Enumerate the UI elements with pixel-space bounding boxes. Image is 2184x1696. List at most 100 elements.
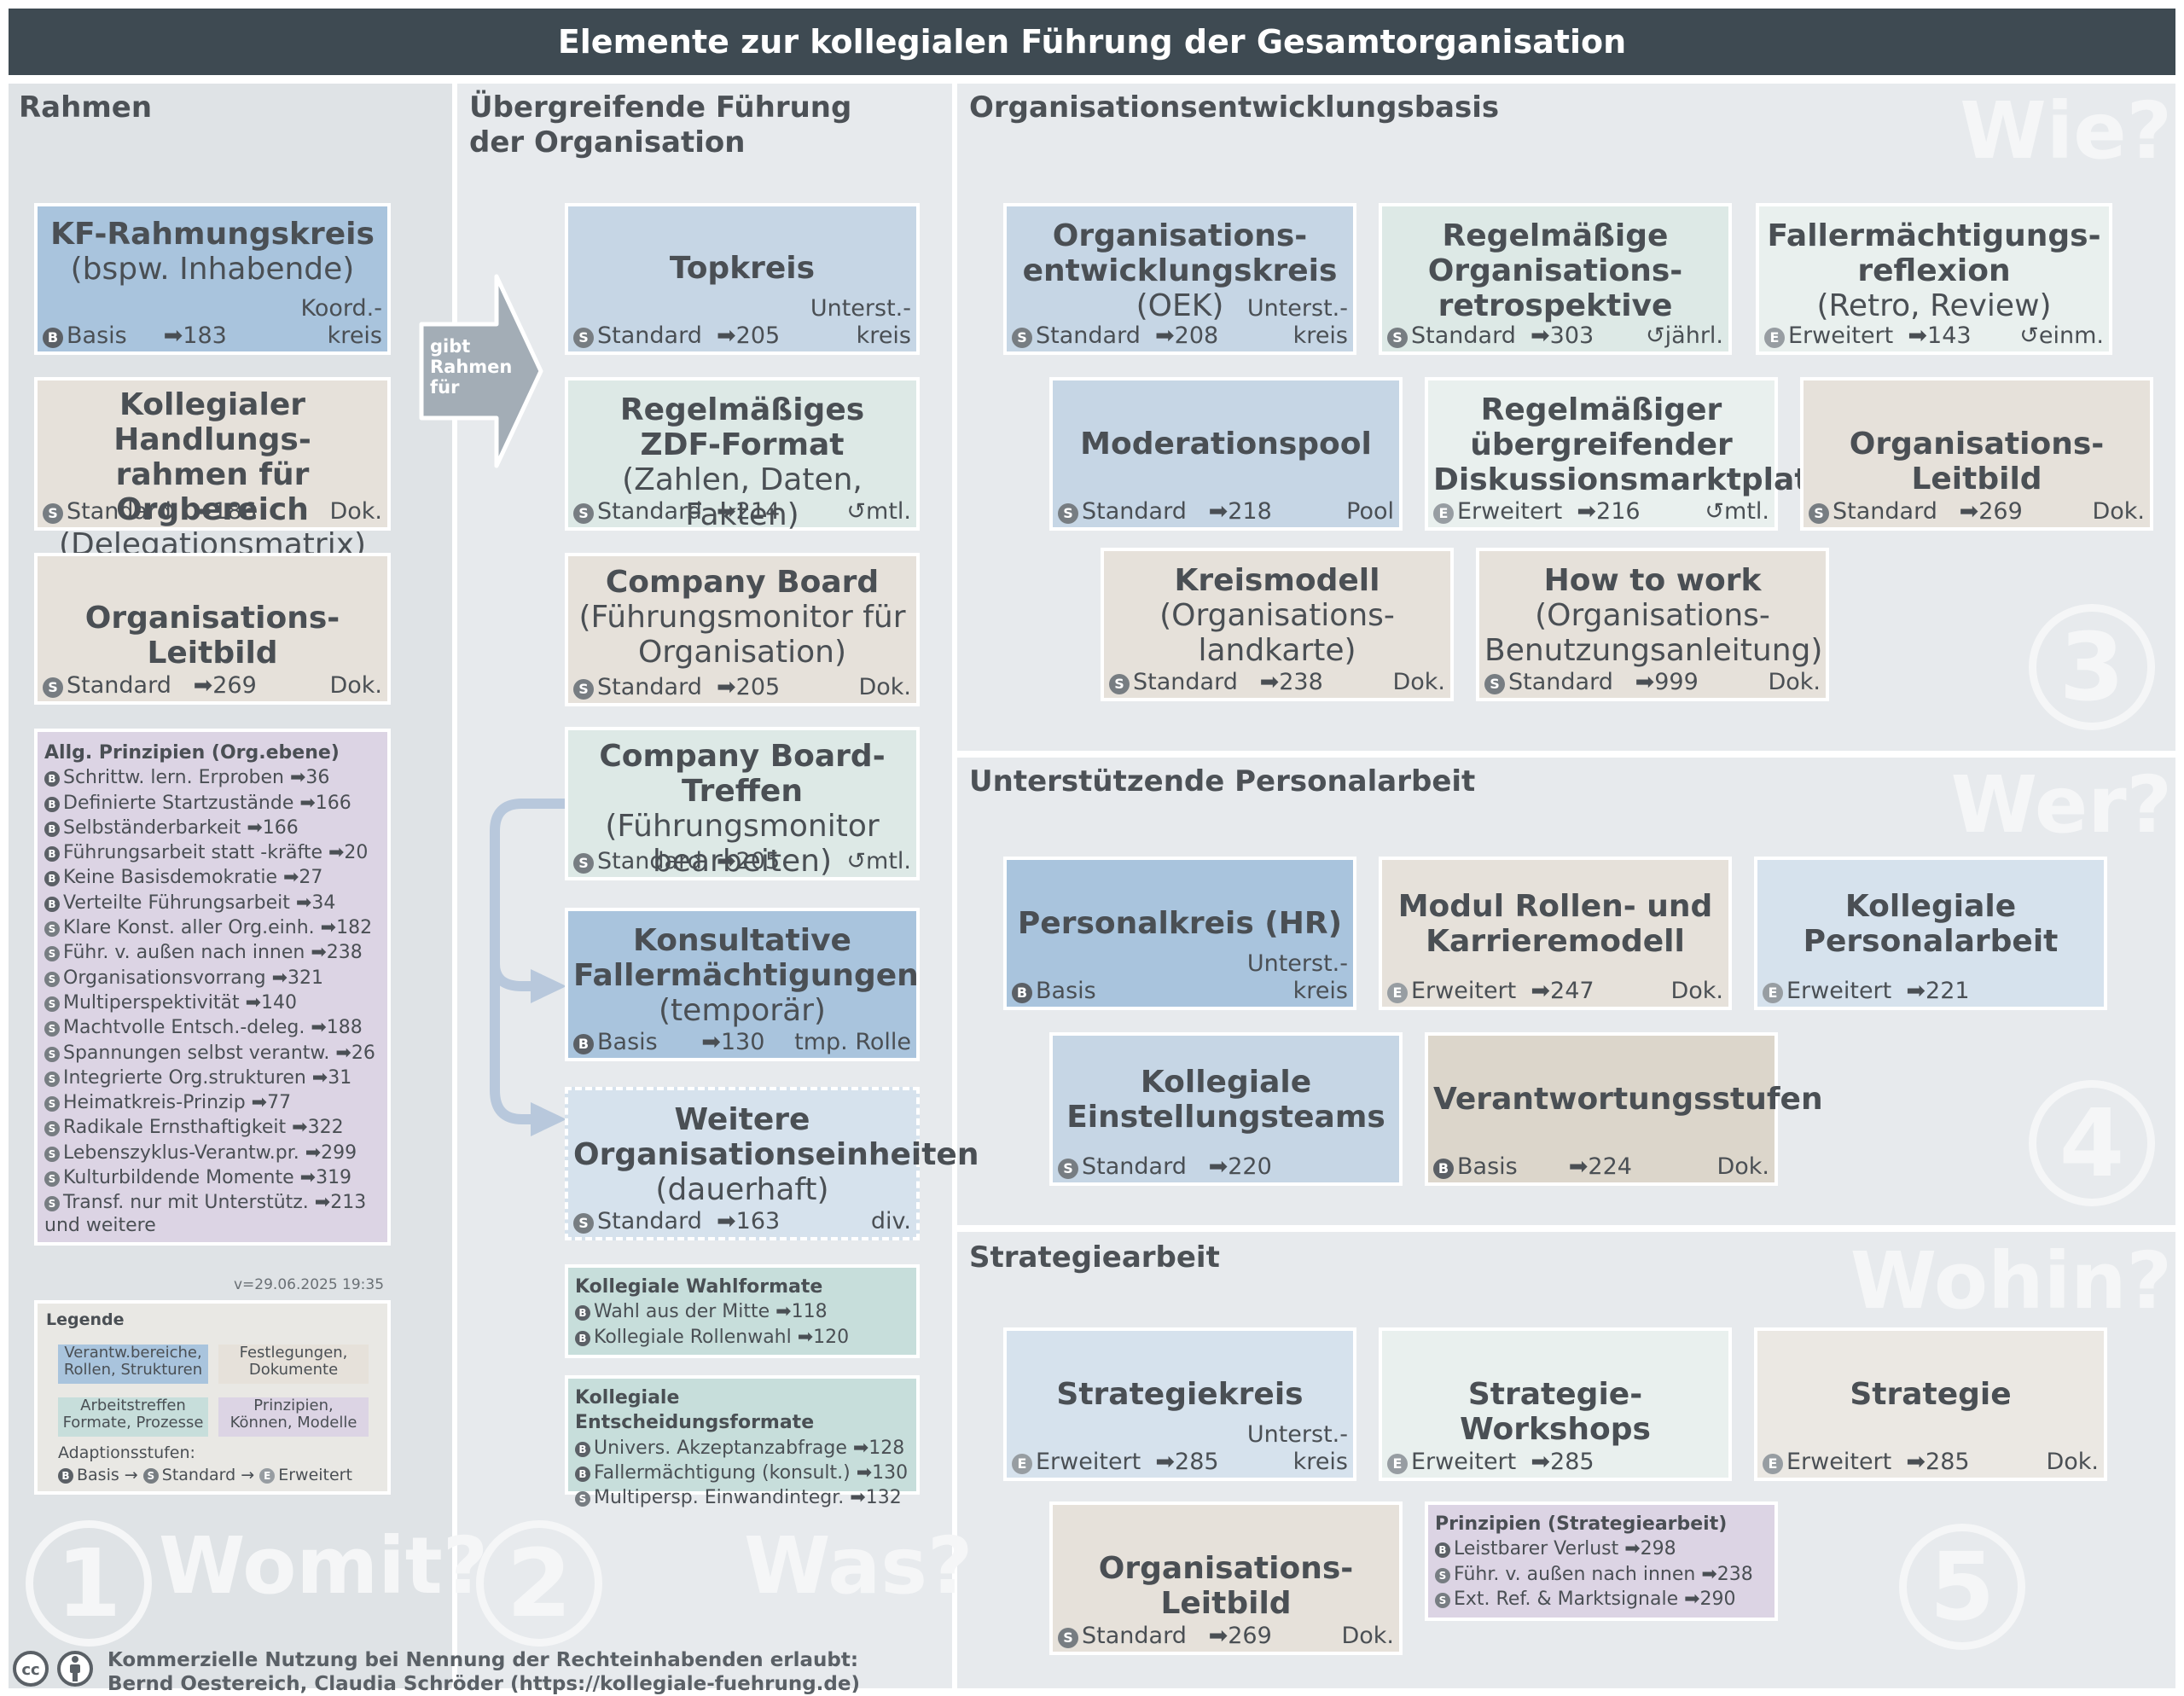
card-ref: ➡216 — [1577, 498, 1641, 525]
standard-badge-icon: S — [44, 1046, 60, 1062]
standard-badge-icon: S — [1058, 1159, 1078, 1179]
list-item-text: Führ. v. außen nach innen ➡238 — [63, 942, 363, 964]
card-subtitle: (OEK) — [1136, 288, 1224, 323]
standard-badge-icon: S — [575, 1491, 590, 1507]
card-type: Dok. — [329, 672, 382, 699]
card-organisations-retrospektive[interactable]: Regelmäßige Organisations- retrospektive… — [1379, 203, 1732, 355]
list-item-text: Verteilte Führungsarbeit ➡34 — [63, 892, 336, 914]
card-ref: ➡208 — [1155, 322, 1219, 349]
card-level: Standard — [597, 848, 702, 874]
entscheidungsformate-heading: Kollegiale Entscheidungsformate — [575, 1387, 815, 1434]
card-company-board-treffen[interactable]: Company Board-Treffen(Führungsmonitor be… — [565, 727, 920, 880]
list-item-text: Kulturbildende Momente ➡319 — [63, 1167, 352, 1189]
standard-badge-icon: S — [1058, 503, 1078, 524]
standard-badge-icon: S — [573, 328, 594, 348]
card-fallermaechtigungsreflexion[interactable]: Fallermächtigungs- reflexion(Retro, Revi… — [1756, 203, 2112, 355]
card-company-board[interactable]: Company Board(Führungsmonitor für Organi… — [565, 553, 920, 706]
basis-badge-icon: B — [575, 1441, 590, 1457]
card-title: How to work — [1543, 563, 1762, 598]
card-konsultative-fallermaechtigungen[interactable]: Konsultative Fallermächtigungen(temporär… — [565, 908, 920, 1061]
card-subtitle: (Führungsmonitor für Organisation) — [578, 600, 906, 670]
basis-badge-icon: B — [58, 1468, 73, 1484]
number-circle-2: 2 — [476, 1520, 602, 1647]
list-item-text: Radikale Ernsthaftigkeit ➡322 — [63, 1117, 344, 1139]
list-item-text: Führ. v. außen nach innen ➡238 — [1454, 1563, 1753, 1585]
card-title: Strategie-Workshops — [1460, 1377, 1651, 1447]
standard-badge-icon: S — [1809, 503, 1829, 524]
erweitert-badge-icon: E — [1763, 983, 1783, 1003]
card-level: Standard — [1082, 1623, 1187, 1649]
standard-badge-icon: S — [44, 1146, 60, 1162]
standard-badge-icon: S — [1435, 1567, 1450, 1583]
card-kollegialer-handlungsrahmen[interactable]: Kollegialer Handlungs- rahmen für Orgber… — [34, 377, 391, 562]
basis-badge-icon: B — [573, 1034, 594, 1054]
question-wohin: Wohin? — [1850, 1235, 2172, 1327]
card-title: Company Board-Treffen — [599, 739, 886, 809]
card-type: Dok. — [1392, 669, 1445, 695]
list-item-text: Transf. nur mit Unterstütz. ➡213 — [63, 1192, 367, 1214]
card-ref: ➡163 — [717, 1208, 781, 1234]
page-title: Elemente zur kollegialen Führung der Ges… — [9, 9, 2175, 75]
card-type: Dok. — [1716, 1153, 1769, 1180]
list-item-text: Multipersp. Einwandintegr. ➡132 — [594, 1487, 902, 1509]
card-type: Dok. — [1341, 1623, 1394, 1649]
list-item-text: Univers. Akzeptanzabfrage ➡128 — [594, 1437, 905, 1459]
card-title: Kollegialer Handlungs- rahmen für Orgber… — [113, 387, 311, 527]
erweitert-badge-icon: E — [1433, 503, 1454, 524]
list-item-text: Multiperspektivität ➡140 — [63, 991, 298, 1014]
legend-blue: Verantw.bereiche, Rollen, Strukturen — [58, 1345, 208, 1384]
card-ref: ➡285 — [1155, 1449, 1219, 1475]
card-subtitle: (bspw. Inhabende) — [70, 252, 355, 287]
card-ref: ➡303 — [1531, 322, 1594, 349]
card-how-to-work[interactable]: How to work(Organisations- Benutzungsanl… — [1476, 548, 1829, 701]
list-item-text: Integrierte Org.strukturen ➡31 — [63, 1066, 352, 1089]
framing-arrow-icon — [419, 274, 543, 468]
basis-badge-icon: B — [44, 871, 60, 887]
card-title: Modul Rollen- und Karrieremodell — [1397, 889, 1713, 959]
card-diskussionsmarktplatz[interactable]: Regelmäßiger übergreifender Diskussionsm… — [1425, 377, 1827, 531]
card-weitere-organisationseinheiten[interactable]: Weitere Organisationseinheiten(dauerhaft… — [565, 1087, 979, 1240]
card-type: Dok. — [858, 674, 911, 700]
question-was: Was? — [744, 1520, 973, 1612]
erweitert-badge-icon: E — [1764, 328, 1785, 348]
card-level: Erweitert — [1411, 1449, 1517, 1475]
card-ref: ➡247 — [1531, 978, 1594, 1004]
card-type: Unterst.- kreis — [1246, 950, 1348, 1004]
card-type: Dok. — [2092, 498, 2145, 525]
card-subtitle: (Zahlen, Daten, Fakten) — [622, 462, 863, 532]
card-title: Kollegiale Einstellungsteams — [1066, 1065, 1385, 1135]
card-ref: ➡183 — [163, 322, 227, 349]
standard-badge-icon: S — [1109, 674, 1130, 694]
number-circle-5: 5 — [1899, 1524, 2025, 1650]
card-zdf-format[interactable]: Regelmäßiges ZDF-Format(Zahlen, Daten, F… — [565, 377, 920, 532]
card-title: Fallermächtigungs- reflexion — [1767, 218, 2101, 288]
strategy-principles-heading: Prinzipien (Strategiearbeit) — [1435, 1513, 1728, 1535]
standard-badge-icon: S — [1012, 328, 1032, 348]
card-type: tmp. Rolle — [794, 1029, 911, 1055]
standard-badge-icon: S — [573, 679, 594, 700]
standard-badge-icon: S — [44, 1071, 60, 1087]
